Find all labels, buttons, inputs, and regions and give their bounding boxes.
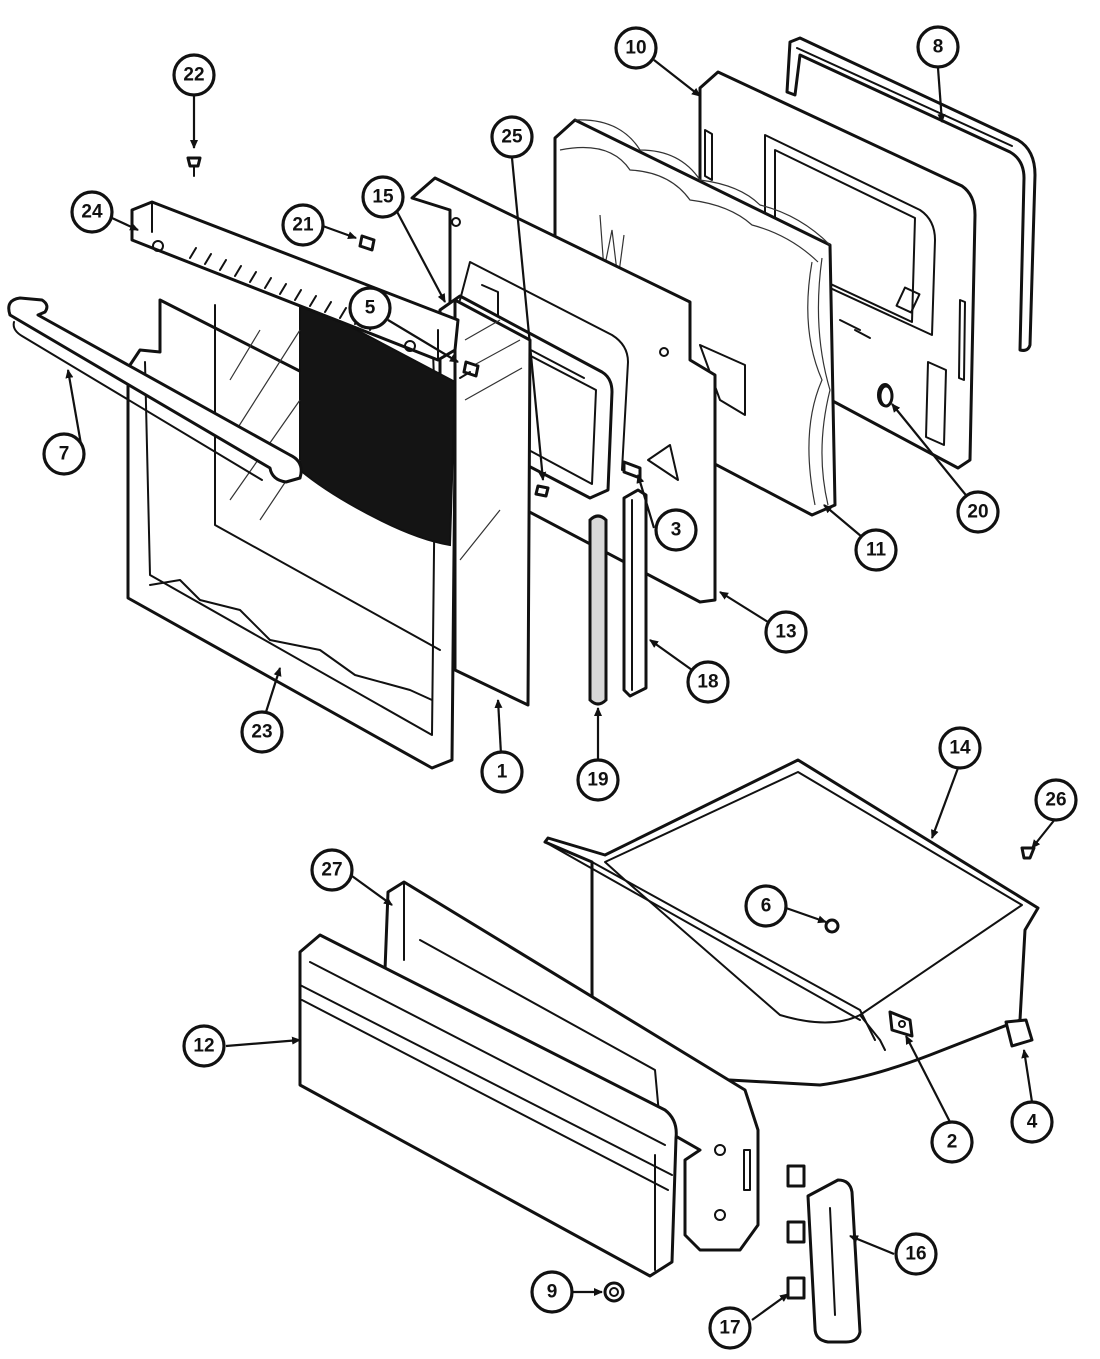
- callout-19: 19: [576, 758, 620, 802]
- callout-26: 26: [1034, 778, 1078, 822]
- svg-text:14: 14: [949, 738, 971, 759]
- svg-text:26: 26: [1045, 790, 1066, 811]
- callout-12: 12: [182, 1024, 226, 1068]
- callout-5: 5: [348, 286, 392, 330]
- callout-1: 1: [480, 750, 524, 794]
- svg-text:17: 17: [719, 1318, 740, 1339]
- part-drawer-front: [298, 933, 678, 1278]
- svg-text:9: 9: [547, 1282, 558, 1303]
- callout-15: 15: [361, 175, 405, 219]
- part-screw-26: [1020, 846, 1036, 860]
- svg-text:7: 7: [59, 444, 70, 465]
- callout-11: 11: [854, 528, 898, 572]
- callout-16: 16: [894, 1232, 938, 1276]
- callout-25: 25: [490, 115, 534, 159]
- svg-text:16: 16: [905, 1244, 926, 1265]
- part-drawer-bracket: [806, 1178, 862, 1344]
- svg-text:13: 13: [775, 622, 796, 643]
- part-door-gasket: [785, 36, 1037, 352]
- callout-3: 3: [654, 508, 698, 552]
- callout-20: 20: [956, 490, 1000, 534]
- callout-2: 2: [930, 1120, 974, 1164]
- callout-27: 27: [310, 848, 354, 892]
- svg-text:19: 19: [587, 770, 608, 791]
- callout-17: 17: [708, 1306, 752, 1350]
- svg-text:4: 4: [1027, 1112, 1038, 1133]
- callout-badges: 1 2 3 4 5 6 7 8 9 10 11 12 13 14 15 16 1…: [42, 25, 1078, 1350]
- svg-text:11: 11: [866, 540, 887, 561]
- callout-14: 14: [938, 726, 982, 770]
- callout-18: 18: [686, 660, 730, 704]
- svg-text:10: 10: [625, 38, 646, 59]
- svg-text:6: 6: [761, 896, 772, 917]
- svg-text:25: 25: [501, 127, 523, 148]
- svg-text:8: 8: [933, 37, 944, 58]
- callout-23: 23: [240, 710, 284, 754]
- svg-text:12: 12: [193, 1036, 214, 1057]
- part-screw-6: [824, 918, 840, 934]
- part-pads-17: [786, 1164, 806, 1300]
- part-screw-21: [358, 234, 376, 252]
- svg-text:3: 3: [671, 520, 682, 541]
- callout-10: 10: [614, 26, 658, 70]
- svg-text:27: 27: [321, 860, 342, 881]
- svg-text:20: 20: [967, 502, 988, 523]
- svg-text:21: 21: [292, 215, 314, 236]
- callout-8: 8: [916, 25, 960, 69]
- svg-text:5: 5: [365, 298, 376, 319]
- part-inner-door-liner: [698, 70, 977, 470]
- part-screw-25: [534, 484, 550, 498]
- part-gasket-strip: [588, 514, 608, 706]
- callout-4: 4: [1010, 1100, 1054, 1144]
- callout-7: 7: [42, 432, 86, 476]
- callout-6: 6: [744, 884, 788, 928]
- part-screw-5: [459, 360, 480, 379]
- part-side-channel: [622, 488, 648, 698]
- part-door-handle: [7, 296, 303, 484]
- callout-21: 21: [281, 203, 325, 247]
- part-screw-22: [186, 156, 202, 177]
- part-screw-9: [603, 1281, 625, 1303]
- svg-text:1: 1: [497, 762, 508, 783]
- svg-text:2: 2: [947, 1132, 958, 1153]
- svg-text:18: 18: [697, 672, 718, 693]
- callout-13: 13: [764, 610, 808, 654]
- part-clip-20: [878, 384, 894, 408]
- svg-text:23: 23: [251, 722, 272, 743]
- part-clip-4: [1004, 1018, 1034, 1048]
- callout-24: 24: [70, 190, 114, 234]
- callout-9: 9: [530, 1270, 574, 1314]
- svg-text:15: 15: [372, 187, 394, 208]
- svg-text:22: 22: [183, 65, 204, 86]
- callout-22: 22: [172, 53, 216, 97]
- svg-text:24: 24: [81, 202, 103, 223]
